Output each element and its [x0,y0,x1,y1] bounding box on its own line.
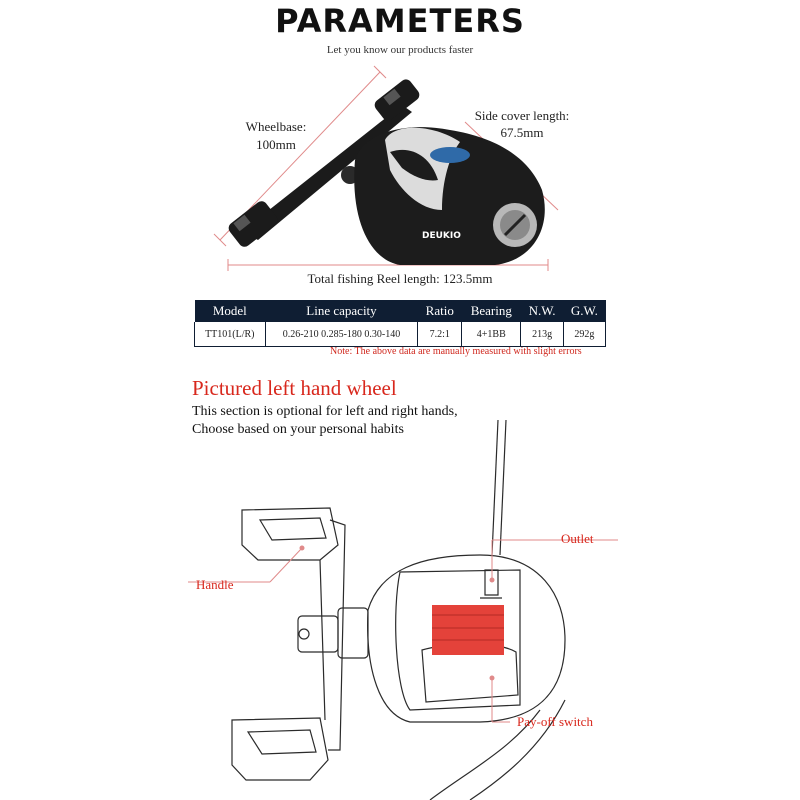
header-model: Model [194,300,266,322]
reel-product-photo: DEUKIO [213,65,559,271]
reel-body: DEUKIO [354,127,545,266]
left-hand-title: Pictured left hand wheel [192,376,397,400]
wheelbase-label: Wheelbase: [245,119,307,134]
spool [432,605,504,655]
header-gross-weight: G.W. [563,300,606,322]
payoff-switch-callout: Pay-off switch [517,714,593,729]
spec-table: Model Line capacity Ratio Bearing N.W. G… [194,300,607,347]
header-net-weight: N.W. [520,300,564,322]
page-subtitle: Let you know our products faster [326,44,474,56]
top-handle-knob [241,507,339,561]
cell-model: TT101(L/R) [194,322,266,347]
left-hand-line-2: Choose based on your personal habits [192,422,404,437]
header-bearing: Bearing [461,300,521,322]
cell-bearing: 4+1BB [461,322,522,347]
cell-net-weight: 213g [520,322,564,347]
bottom-handle-knob [231,717,329,781]
outlet-callout: Outlet [561,531,594,546]
cell-gross-weight: 292g [562,322,607,347]
cell-ratio: 7.2:1 [417,322,463,347]
handle-callout: Handle [196,577,234,592]
rod-line [491,420,499,556]
cell-line-capacity: 0.26-210 0.285-180 0.30-140 [264,322,419,347]
wheelbase-value: 100mm [256,137,296,152]
reel-line-drawing [188,420,618,800]
side-cover-value: 67.5mm [500,125,544,140]
header-line-capacity: Line capacity [265,300,418,322]
side-cover-label: Side cover length: [474,108,570,123]
measurement-note: Note: The above data are manually measur… [330,346,582,357]
table-row: TT101(L/R) 0.26-210 0.285-180 0.30-140 7… [194,322,607,347]
brand-mark: DEUKIO [422,231,461,241]
left-hand-line-1: This section is optional for left and ri… [192,404,458,419]
header-ratio: Ratio [417,300,462,322]
reel-body-outline [367,554,566,723]
total-length-label: Total fishing Reel length: 123.5mm [307,271,493,286]
spec-table-header-row: Model Line capacity Ratio Bearing N.W. G… [194,300,606,322]
page-title: PARAMETERS [275,2,525,40]
